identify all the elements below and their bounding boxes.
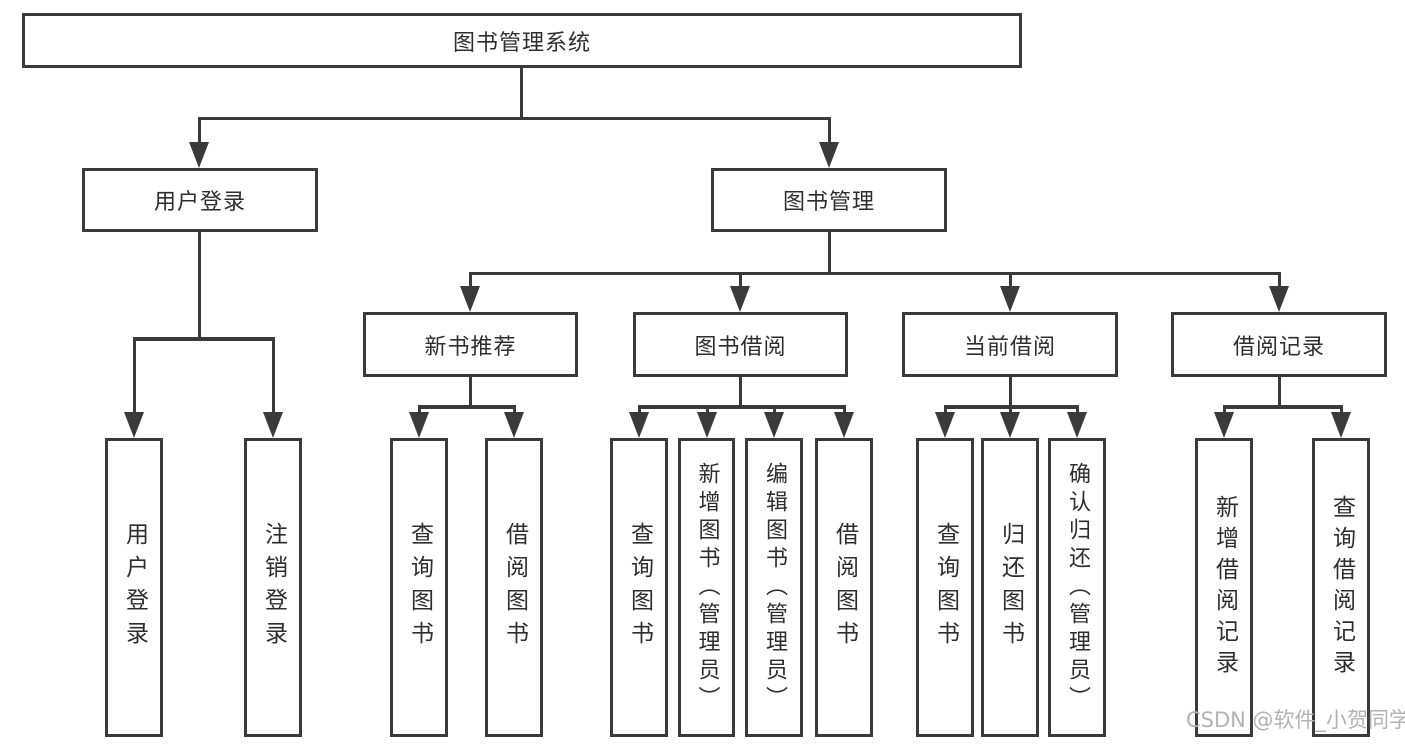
- leaf-query-books-current: 查询图书: [916, 438, 974, 737]
- arrow-down-icon: [124, 412, 144, 438]
- arrow-down-icon: [834, 412, 854, 438]
- leaf-logout-login: 注销登录: [244, 438, 302, 737]
- connector-line: [1009, 377, 1012, 407]
- leaf-label: 查询图书: [932, 521, 959, 654]
- leaf-label: 查询图书: [626, 521, 653, 654]
- leaf-label: 归还图书: [997, 521, 1024, 654]
- node-book-management-system: 图书管理系统: [22, 13, 1022, 68]
- arrow-down-icon: [1214, 412, 1234, 438]
- connector-line: [198, 117, 831, 120]
- leaf-label: 查询图书: [406, 521, 433, 654]
- node-book-borrow: 图书借阅: [633, 312, 848, 377]
- connector-line: [828, 232, 831, 273]
- arrow-down-icon: [819, 142, 839, 168]
- node-book-management: 图书管理: [711, 168, 947, 232]
- leaf-label: 查询借阅记录: [1328, 494, 1355, 681]
- connector-line: [133, 337, 136, 412]
- leaf-label: 注销登录: [260, 521, 287, 654]
- connector-line: [739, 377, 742, 407]
- connector-line: [1009, 405, 1012, 412]
- leaf-label: 用户登录: [121, 521, 148, 654]
- arrow-down-icon: [189, 142, 209, 168]
- leaf-query-borrow-record: 查询借阅记录: [1312, 438, 1370, 737]
- connector-line: [469, 377, 472, 405]
- connector-line: [418, 405, 516, 409]
- connector-line: [198, 117, 201, 142]
- connector-line: [944, 405, 947, 412]
- leaf-label: 借阅图书: [501, 521, 528, 654]
- connector-line: [1278, 272, 1281, 286]
- node-borrow-records: 借阅记录: [1171, 312, 1387, 377]
- arrow-down-icon: [460, 286, 480, 312]
- leaf-add-borrow-record: 新增借阅记录: [1195, 438, 1253, 737]
- connector-line: [843, 405, 846, 412]
- connector-line: [773, 405, 776, 412]
- arrow-down-icon: [263, 412, 283, 438]
- node-current-borrow: 当前借阅: [902, 312, 1118, 377]
- connector-line: [828, 117, 831, 142]
- node-new-book-recommend: 新书推荐: [363, 312, 578, 377]
- connector-line: [469, 272, 1281, 275]
- leaf-query-books-borrow: 查询图书: [610, 438, 668, 737]
- leaf-query-books-recommend: 查询图书: [390, 438, 448, 737]
- arrow-down-icon: [1269, 286, 1289, 312]
- leaf-label: 编辑图书（管理员）: [762, 461, 787, 714]
- arrow-down-icon: [1000, 286, 1020, 312]
- arrow-down-icon: [504, 412, 524, 438]
- leaf-return-book: 归还图书: [981, 438, 1039, 737]
- connector-line: [198, 232, 201, 337]
- connector-line: [1076, 405, 1079, 412]
- leaf-borrow-books-borrow: 借阅图书: [815, 438, 873, 737]
- connector-line: [706, 405, 709, 412]
- arrow-down-icon: [935, 412, 955, 438]
- connector-line: [1223, 405, 1342, 409]
- connector-line: [638, 405, 641, 412]
- arrow-down-icon: [1331, 412, 1351, 438]
- arrow-down-icon: [1067, 412, 1087, 438]
- connector-line: [1009, 272, 1012, 286]
- leaf-label: 借阅图书: [831, 521, 858, 654]
- connector-line: [520, 68, 523, 117]
- csdn-watermark: CSDN @软件_小贺同学: [1186, 708, 1405, 732]
- leaf-borrow-books-recommend: 借阅图书: [485, 438, 543, 737]
- arrow-down-icon: [1000, 412, 1020, 438]
- connector-line: [469, 272, 472, 286]
- leaf-label: 新增图书（管理员）: [694, 461, 720, 714]
- arrow-down-icon: [730, 286, 750, 312]
- connector-line: [1340, 405, 1343, 412]
- leaf-confirm-return-admin: 确认归还（管理员）: [1048, 438, 1106, 737]
- connector-line: [513, 405, 516, 412]
- leaf-user-login: 用户登录: [105, 438, 163, 737]
- connector-line: [638, 405, 846, 409]
- arrow-down-icon: [409, 412, 429, 438]
- connector-line: [133, 337, 275, 341]
- connector-line: [418, 405, 421, 412]
- arrow-down-icon: [697, 412, 717, 438]
- leaf-label: 确认归还（管理员）: [1065, 461, 1090, 714]
- node-user-login: 用户登录: [82, 168, 318, 232]
- connector-line: [272, 337, 275, 412]
- connector-line: [1278, 377, 1281, 405]
- arrow-down-icon: [629, 412, 649, 438]
- leaf-add-book-admin: 新增图书（管理员）: [678, 438, 735, 737]
- leaf-label: 新增借阅记录: [1211, 494, 1238, 681]
- connector-line: [1223, 405, 1226, 412]
- connector-line: [739, 272, 742, 286]
- arrow-down-icon: [764, 412, 784, 438]
- leaf-edit-book-admin: 编辑图书（管理员）: [745, 438, 803, 737]
